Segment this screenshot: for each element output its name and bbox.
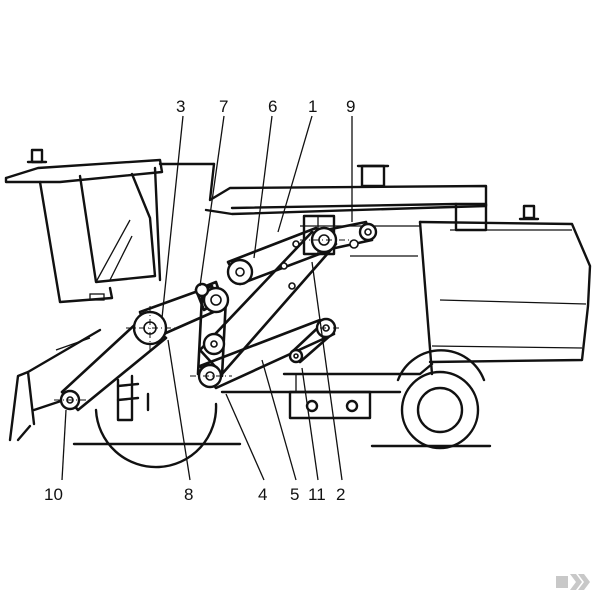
callout-4: 4 <box>258 485 267 504</box>
callout-8: 8 <box>184 485 193 504</box>
harvester-body <box>4 148 592 469</box>
leader-lines <box>61 115 353 481</box>
center-lines <box>54 239 350 401</box>
callout-6: 6 <box>268 97 277 116</box>
callout-10: 10 <box>44 485 63 504</box>
callout-7: 7 <box>219 97 228 116</box>
callout-3: 3 <box>176 97 185 116</box>
kramp-logo-watermark-icon <box>556 574 590 590</box>
callout-2: 2 <box>336 485 345 504</box>
callout-11: 11 <box>308 485 326 504</box>
callout-1: 1 <box>308 97 317 116</box>
callout-5: 5 <box>290 485 299 504</box>
callout-9: 9 <box>346 97 355 116</box>
callout-labels: 3 7 6 1 9 10 8 4 5 11 2 <box>44 97 355 504</box>
